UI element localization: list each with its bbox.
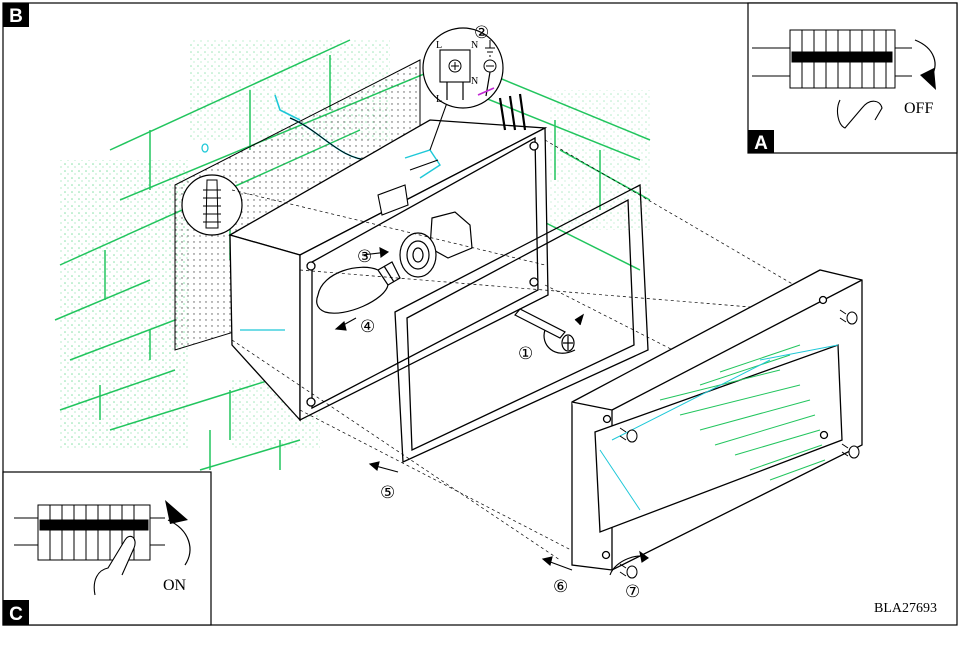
on-label: ON bbox=[163, 577, 187, 594]
terminal-label-n-2: N bbox=[471, 76, 478, 87]
terminal-label-n: N bbox=[471, 40, 478, 51]
step-1-label: ① bbox=[518, 344, 533, 364]
step-7-label: ⑦ bbox=[625, 582, 640, 602]
breaker-panel-on bbox=[37, 504, 151, 561]
hand-icon-on bbox=[93, 535, 136, 596]
step-3-label: ③ bbox=[357, 247, 372, 267]
panel-a-letter: A bbox=[754, 133, 768, 154]
page-frame bbox=[2, 2, 958, 626]
panel-b-tag bbox=[3, 3, 29, 27]
sealing-gasket bbox=[394, 183, 649, 463]
wiring-detail: L N L N ② bbox=[422, 23, 527, 131]
panel-c-letter: C bbox=[9, 604, 23, 625]
terminal-label-l-2: L bbox=[436, 94, 442, 105]
mounting-screw bbox=[514, 308, 585, 354]
model-code: BLA27693 bbox=[874, 601, 937, 616]
step-4-label: ④ bbox=[360, 317, 375, 337]
step-5-label: ⑤ bbox=[380, 483, 395, 503]
direction-arrows bbox=[334, 247, 649, 576]
drill-hole-icon bbox=[201, 143, 209, 153]
cover-reflections bbox=[599, 344, 839, 511]
front-cover bbox=[571, 269, 863, 571]
panel-c-tag bbox=[3, 600, 29, 625]
earth-icon bbox=[485, 40, 495, 57]
switch-down-arrow-icon bbox=[920, 68, 936, 90]
breaker-panel bbox=[789, 29, 896, 89]
terminal-block bbox=[377, 99, 449, 216]
light-bulb bbox=[316, 261, 401, 314]
inset-a-off: OFF A bbox=[747, 2, 958, 154]
cover-screws bbox=[619, 309, 860, 579]
wall-plug-detail bbox=[181, 143, 243, 236]
off-label: OFF bbox=[904, 100, 933, 117]
panel-b-letter: B bbox=[9, 6, 23, 27]
step-2-label: ② bbox=[474, 23, 489, 43]
panel-a-tag bbox=[748, 130, 774, 153]
switch-up-arrow-icon bbox=[165, 500, 188, 524]
hand-icon bbox=[836, 99, 883, 129]
step-6-label: ⑥ bbox=[553, 577, 568, 597]
terminal-label-l: L bbox=[436, 40, 442, 51]
inset-c-on: ON C bbox=[2, 471, 212, 626]
lamp-socket bbox=[399, 211, 473, 278]
